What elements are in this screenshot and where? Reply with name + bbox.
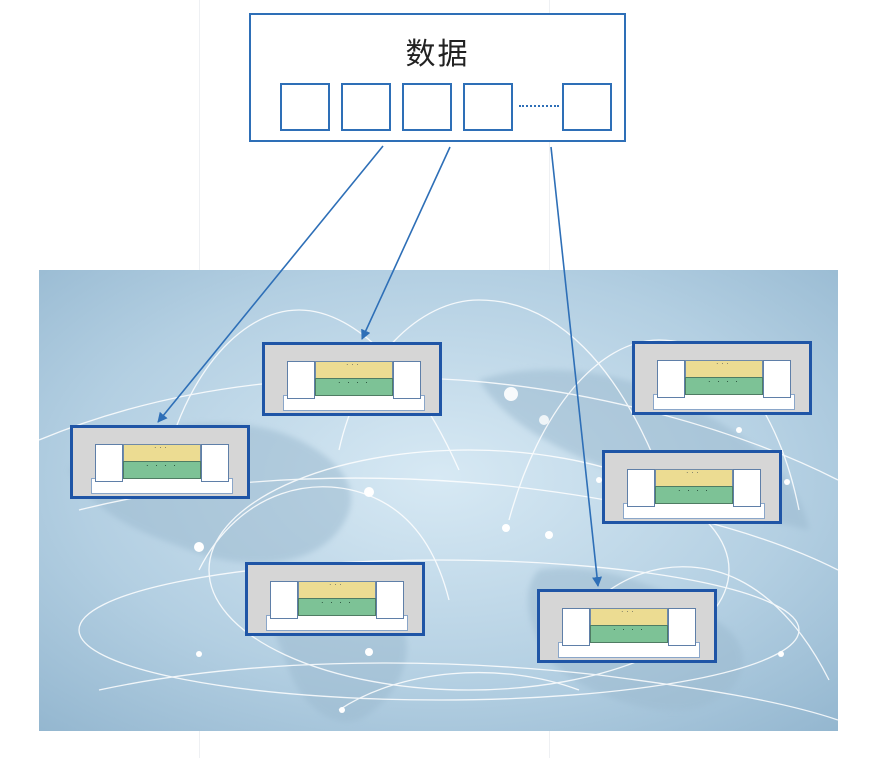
server-pillar [733,469,761,507]
server-node [602,450,782,524]
data-cell [562,83,612,131]
server-tier-bottom [315,376,393,396]
data-source-box: 数据 [249,13,626,142]
server-node [70,425,250,499]
server-pillar [668,608,696,646]
server-pillar [201,444,229,482]
server-pillar [393,361,421,399]
server-pillar [270,581,298,619]
server-pillar [95,444,123,482]
server-tier-bottom [590,623,668,643]
server-pillar [627,469,655,507]
data-cell [280,83,330,131]
server-pillar [657,360,685,398]
server-node [245,562,425,636]
server-pillar [287,361,315,399]
server-node [632,341,812,415]
server-tier-bottom [685,375,763,395]
data-cell [402,83,452,131]
server-pillar [376,581,404,619]
data-cell [463,83,513,131]
server-pillar [562,608,590,646]
server-tier-bottom [123,459,201,479]
ellipsis-dots [519,105,559,107]
server-node [537,589,717,663]
server-tier-bottom [655,484,733,504]
data-cell [341,83,391,131]
server-node [262,342,442,416]
data-source-title: 数据 [405,37,470,72]
server-tier-bottom [298,596,376,616]
server-pillar [763,360,791,398]
